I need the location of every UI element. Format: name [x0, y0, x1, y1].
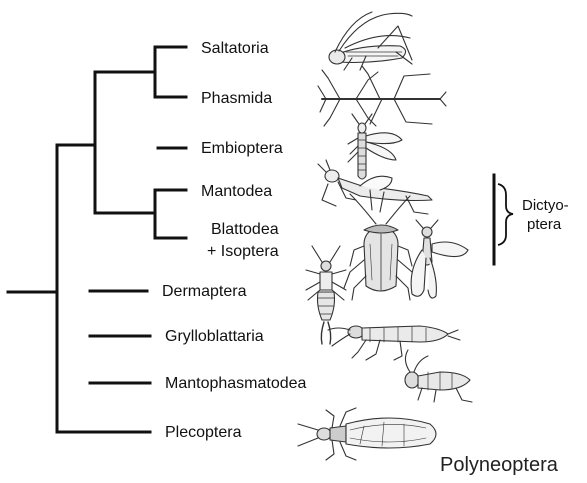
grasshopper-icon — [329, 12, 412, 70]
taxon-label-blattodea: Blattodea — [211, 220, 279, 239]
ice-crawler-icon — [328, 326, 460, 360]
termite-icon — [411, 220, 468, 298]
webspinner-icon — [348, 114, 402, 179]
clade-label-dictyoptera-line1: Dictyo- — [522, 197, 569, 215]
taxon-label-embioptera: Embioptera — [201, 139, 283, 158]
mantis-icon — [318, 160, 432, 214]
clade-label-dictyoptera-line2: ptera — [527, 216, 561, 234]
taxon-label-mantodea: Mantodea — [201, 182, 272, 201]
taxon-label-phasmida: Phasmida — [201, 89, 272, 108]
stick-insect-icon — [318, 66, 446, 126]
group-label-polyneoptera: Polyneoptera — [440, 453, 558, 477]
taxon-label-saltatoria: Saltatoria — [201, 39, 269, 58]
stonefly-icon — [298, 408, 436, 460]
cockroach-icon — [344, 194, 418, 300]
taxon-label-plecoptera: Plecoptera — [165, 423, 242, 442]
taxon-label-isoptera: + Isoptera — [207, 242, 279, 261]
gladiator-icon — [405, 350, 472, 402]
taxon-label-mantophasmatodea: Mantophasmatodea — [165, 374, 306, 393]
earwig-icon — [306, 246, 346, 344]
taxon-label-dermaptera: Dermaptera — [162, 282, 246, 301]
taxon-label-grylloblattaria: Grylloblattaria — [165, 327, 264, 346]
